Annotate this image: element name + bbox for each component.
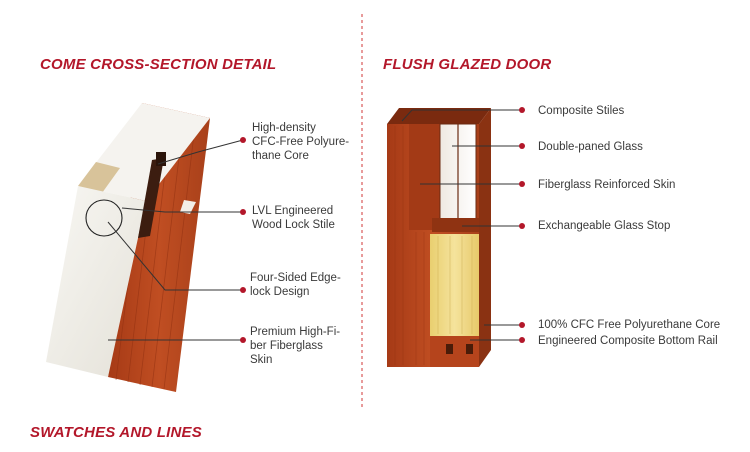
label-edge-lock: Four-Sided Edge- lock Design bbox=[250, 272, 341, 298]
door-leaders bbox=[401, 109, 522, 341]
cross-section-block bbox=[46, 103, 210, 392]
rail-slot-2 bbox=[466, 344, 473, 354]
cross-section-dots bbox=[240, 137, 246, 343]
bottom-rail bbox=[430, 336, 479, 367]
label-fiberglass-skin: Premium High-Fi- ber Fiberglass Skin bbox=[250, 326, 341, 366]
door-dots bbox=[519, 107, 525, 343]
core-texture bbox=[437, 236, 473, 334]
rail-slot-1 bbox=[446, 344, 453, 354]
label-exchangeable-glass-stop: Exchangeable Glass Stop bbox=[538, 220, 671, 232]
label-double-paned-glass: Double-paned Glass bbox=[538, 141, 643, 153]
label-cfc-free-core: 100% CFC Free Polyurethane Core bbox=[538, 319, 721, 331]
swatches-title: SWATCHES AND LINES bbox=[30, 424, 202, 441]
door-grain bbox=[394, 126, 425, 365]
polyurethane-core bbox=[430, 234, 479, 336]
door-side-face bbox=[479, 108, 491, 367]
lock-groove bbox=[138, 158, 164, 238]
glass-stop bbox=[432, 218, 479, 232]
cross-section-title: COME CROSS-SECTION DETAIL bbox=[40, 56, 277, 73]
label-fiberglass-reinforced-skin: Fiberglass Reinforced Skin bbox=[538, 179, 676, 191]
lvl-stile-top bbox=[78, 162, 120, 193]
edge-notch bbox=[180, 200, 196, 214]
foam-front-face bbox=[46, 186, 146, 377]
detail-circle bbox=[85, 199, 123, 237]
label-composite-stiles: Composite Stiles bbox=[538, 105, 625, 117]
flush-door-block bbox=[387, 108, 491, 367]
cross-section-leaders bbox=[107, 139, 244, 341]
label-bottom-rail: Engineered Composite Bottom Rail bbox=[538, 335, 718, 347]
label-lvl-lock-stile: LVL Engineered Wood Lock Stile bbox=[252, 205, 335, 231]
label-polyurethane-core: High-density CFC-Free Polyure- thane Cor… bbox=[252, 122, 350, 162]
flush-door-title: FLUSH GLAZED DOOR bbox=[383, 56, 552, 73]
door-top-face bbox=[387, 108, 491, 124]
groove-notch bbox=[156, 152, 166, 166]
